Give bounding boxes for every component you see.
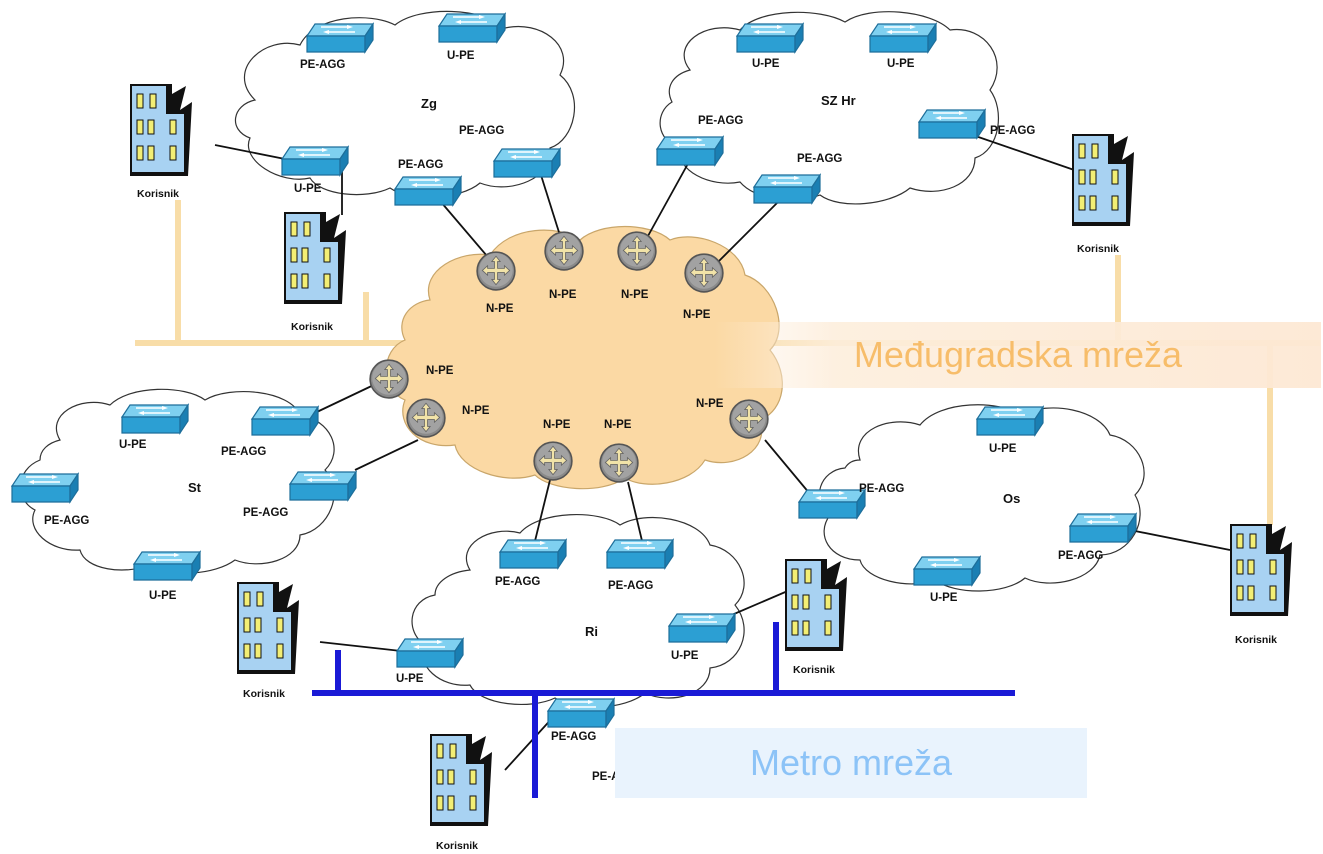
label-u-pe: U-PE (447, 50, 475, 62)
label-pe-agg: PE-AGG (459, 125, 504, 137)
label-u-pe: U-PE (396, 673, 424, 685)
label-u-pe: U-PE (119, 439, 147, 451)
cloud-label-st: St (188, 480, 202, 495)
building-icon (283, 211, 347, 305)
switch-icon (306, 23, 374, 53)
switch-icon (438, 13, 506, 43)
switch-icon (394, 176, 462, 206)
cloud-label-szhr: SZ Hr (821, 93, 856, 108)
label-u-pe: U-PE (989, 443, 1017, 455)
label-korisnik: Korisnik (436, 840, 478, 852)
router-icon (684, 253, 724, 293)
switch-icon (11, 473, 79, 503)
switch-icon (918, 109, 986, 139)
label-pe-agg: PE-AGG (1058, 550, 1103, 562)
cloud-label-os: Os (1003, 491, 1020, 506)
switch-icon (798, 489, 866, 519)
building-icon (129, 83, 193, 177)
building-icon (1071, 133, 1135, 227)
label-korisnik: Korisnik (793, 664, 835, 676)
switch-icon (869, 23, 937, 53)
label-pe-agg: PE-AGG (44, 515, 89, 527)
metro-network-lines (312, 622, 1015, 798)
label-n-pe: N-PE (543, 419, 571, 431)
switch-icon (736, 23, 804, 53)
switch-icon (251, 406, 319, 436)
label-pe-agg: PE-AGG (797, 153, 842, 165)
metro-network-label-text: Metro mreža (749, 742, 953, 783)
label-n-pe: N-PE (549, 289, 577, 301)
router-icon (544, 231, 584, 271)
building-icon (429, 733, 493, 827)
label-n-pe: N-PE (696, 398, 724, 410)
intercity-network-label: Međugradska mreža (715, 322, 1321, 388)
label-pe-agg: PE-AGG (398, 159, 443, 171)
router-icon (369, 359, 409, 399)
label-n-pe: N-PE (462, 405, 490, 417)
router-icon (406, 398, 446, 438)
switch-icon (133, 551, 201, 581)
router-icon (533, 441, 573, 481)
router-icon (729, 399, 769, 439)
switch-icon (499, 539, 567, 569)
switch-icon (913, 556, 981, 586)
switch-icon (281, 146, 349, 176)
switch-icon (547, 698, 615, 728)
label-pe-agg: PE-AGG (698, 115, 743, 127)
switch-icon (1069, 513, 1137, 543)
switch-icon (289, 471, 357, 501)
router-icon (476, 251, 516, 291)
label-n-pe: N-PE (604, 419, 632, 431)
label-pe-agg: PE-AGG (243, 507, 288, 519)
switch-icon (121, 404, 189, 434)
label-u-pe: U-PE (887, 58, 915, 70)
label-u-pe: U-PE (149, 590, 177, 602)
label-korisnik: Korisnik (1235, 634, 1277, 646)
label-n-pe: N-PE (426, 365, 454, 377)
switch-icon (656, 136, 724, 166)
label-pe-agg: PE-AGG (221, 446, 266, 458)
label-korisnik: Korisnik (1077, 243, 1119, 255)
metro-network-label: Metro mreža (615, 728, 1087, 798)
building-icon (236, 581, 300, 675)
building-icon (784, 558, 848, 652)
label-u-pe: U-PE (930, 592, 958, 604)
label-n-pe: N-PE (486, 303, 514, 315)
switch-icon (396, 638, 464, 668)
label-pe-agg: PE-AGG (495, 576, 540, 588)
label-u-pe: U-PE (294, 183, 322, 195)
switch-icon (606, 539, 674, 569)
intercity-network-label-text: Međugradska mreža (853, 334, 1183, 375)
cloud-label-zg: Zg (421, 96, 437, 111)
label-pe-agg: PE-AGG (300, 59, 345, 71)
label-pe-agg: PE-AGG (990, 125, 1035, 137)
router-icon (599, 443, 639, 483)
label-u-pe: U-PE (752, 58, 780, 70)
cloud-core (385, 226, 783, 490)
switch-icon (493, 148, 561, 178)
label-korisnik: Korisnik (243, 688, 285, 700)
label-n-pe: N-PE (683, 309, 711, 321)
label-korisnik: Korisnik (291, 321, 333, 333)
building-icon (1229, 523, 1293, 617)
switch-icon (976, 406, 1044, 436)
cloud-ri (411, 513, 745, 708)
label-pe-agg: PE-AGG (859, 483, 904, 495)
cloud-label-ri: Ri (585, 624, 598, 639)
label-korisnik: Korisnik (137, 188, 179, 200)
switch-icon (753, 174, 821, 204)
label-pe-agg: PE-AGG (551, 731, 596, 743)
router-icon (617, 231, 657, 271)
label-n-pe: N-PE (621, 289, 649, 301)
label-pe-agg: PE-AGG (608, 580, 653, 592)
label-u-pe: U-PE (671, 650, 699, 662)
switch-icon (668, 613, 736, 643)
